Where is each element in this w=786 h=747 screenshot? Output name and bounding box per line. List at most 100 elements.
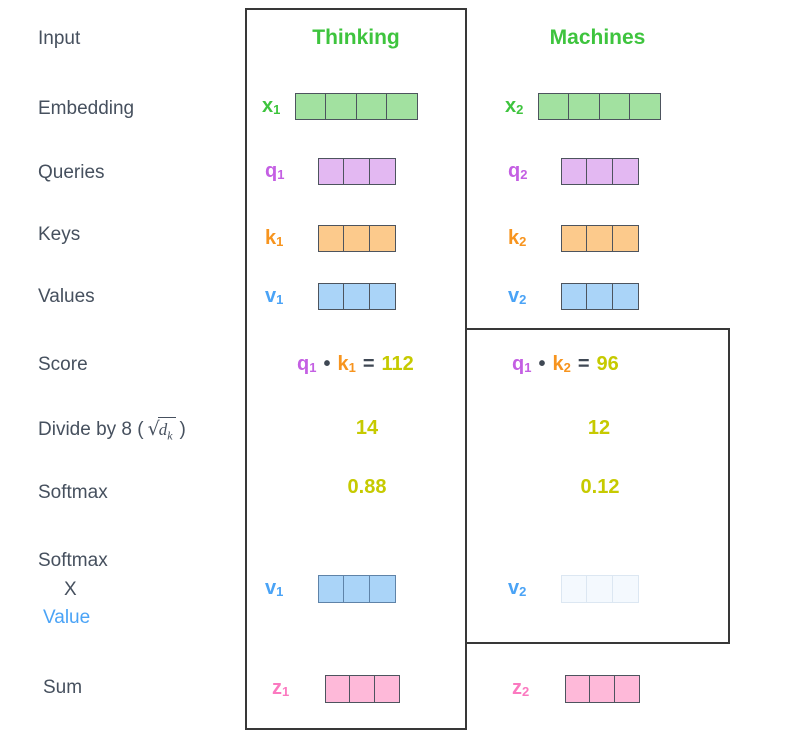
- vector-cell: [568, 93, 601, 120]
- vector-label-x1: x1: [262, 93, 280, 121]
- vector-cell: [318, 225, 345, 252]
- vector-cell: [349, 675, 376, 703]
- vector-cell: [325, 675, 351, 703]
- row-label-embedding: Embedding: [38, 98, 135, 119]
- vector-v1-weighted: [318, 575, 396, 603]
- vector-cell: [561, 158, 588, 185]
- row-label-times: X: [64, 579, 77, 600]
- vector-cell: [318, 158, 345, 185]
- vector-cell: [586, 158, 614, 185]
- vector-cell: [343, 225, 371, 252]
- vector-cell: [611, 283, 639, 310]
- x2-base: x: [505, 95, 517, 117]
- divide-value-1: 14: [355, 417, 379, 439]
- vector-cell: [343, 575, 371, 603]
- vector-label-z1: z1: [272, 675, 289, 703]
- x1-base: x: [262, 95, 274, 117]
- vector-x1: [295, 93, 419, 120]
- divide-suffix: ): [179, 419, 186, 440]
- z1-base: z: [272, 677, 282, 699]
- divide-prefix: Divide by 8 (: [38, 419, 144, 440]
- vector-label-v2-weighted: v2: [508, 575, 526, 603]
- vector-cell: [325, 93, 358, 120]
- column-header-machines: Machines: [549, 26, 646, 49]
- dot-operator-icon: •: [323, 353, 331, 375]
- v1-base: v: [265, 285, 277, 307]
- vector-cell: [629, 93, 662, 120]
- vector-cell: [565, 675, 591, 703]
- score-equation-1: q1 • k1 = 112: [297, 353, 414, 376]
- vector-k2: [561, 225, 639, 252]
- vector-cell: [368, 158, 396, 185]
- radicand-d: d: [158, 420, 168, 439]
- vector-label-q1: q1: [265, 158, 284, 186]
- vector-cell: [611, 158, 639, 185]
- vector-q1: [318, 158, 396, 185]
- vector-label-k2: k2: [508, 225, 526, 253]
- score-equation-2: q1 • k2 = 96: [512, 353, 619, 376]
- vector-cell: [386, 93, 419, 120]
- v2-base: v: [508, 285, 520, 307]
- x1-sub: 1: [273, 102, 281, 117]
- radicand-sub-k: k: [167, 428, 173, 443]
- q1-sub: 1: [277, 167, 285, 182]
- vector-label-v1-weighted: v1: [265, 575, 283, 603]
- z2-base: z: [512, 677, 522, 699]
- row-label-values: Values: [38, 286, 95, 307]
- vector-cell: [598, 93, 631, 120]
- v2-sub: 2: [519, 292, 527, 307]
- v1-sub: 1: [276, 292, 284, 307]
- row-label-input: Input: [38, 28, 81, 49]
- softmax-value-1: 0.88: [347, 476, 387, 498]
- vector-cell: [561, 225, 588, 252]
- vector-cell: [538, 93, 570, 120]
- vector-v2: [561, 283, 639, 310]
- vector-cell: [368, 575, 396, 603]
- k1-base: k: [265, 227, 277, 249]
- v2w-sub: 2: [519, 584, 527, 599]
- q1-base: q: [265, 160, 278, 182]
- vector-label-v2: v2: [508, 283, 526, 311]
- k2-sub: 2: [519, 234, 527, 249]
- vector-label-q2: q2: [508, 158, 527, 186]
- row-label-divide: Divide by 8 (√dk): [38, 417, 186, 447]
- row-label-value: Value: [43, 607, 91, 628]
- vector-cell: [373, 675, 400, 703]
- x2-sub: 2: [516, 102, 524, 117]
- vector-cell: [343, 158, 371, 185]
- vector-label-z2: z2: [512, 675, 529, 703]
- eq2-result: 96: [596, 353, 619, 375]
- vector-cell: [368, 283, 396, 310]
- vector-cell: [586, 225, 614, 252]
- vector-cell: [586, 283, 614, 310]
- vector-cell: [318, 283, 345, 310]
- vector-label-x2: x2: [505, 93, 523, 121]
- vector-z1: [325, 675, 400, 703]
- dot-operator-icon: •: [538, 353, 546, 375]
- v1w-sub: 1: [276, 584, 284, 599]
- eq2-q: q1: [512, 353, 532, 375]
- row-label-score: Score: [38, 354, 88, 375]
- eq1-k: k1: [337, 353, 356, 375]
- divide-value-2: 12: [587, 417, 611, 439]
- z1-sub: 1: [282, 684, 290, 699]
- column-header-thinking: Thinking: [312, 26, 400, 49]
- row-label-softmax: Softmax: [38, 482, 108, 503]
- softmax-value-2: 0.12: [580, 476, 620, 498]
- eq1-q: q1: [297, 353, 317, 375]
- vector-cell: [561, 575, 588, 603]
- radicand-dk: dk: [157, 417, 176, 447]
- vector-q2: [561, 158, 639, 185]
- row-label-sum: Sum: [43, 677, 83, 698]
- eq2-equals: =: [577, 353, 590, 375]
- vector-x2: [538, 93, 662, 120]
- q2-base: q: [508, 160, 521, 182]
- vector-cell: [589, 675, 616, 703]
- vector-cell: [318, 575, 345, 603]
- vector-cell: [611, 225, 639, 252]
- vector-cell: [368, 225, 396, 252]
- radical-symbol: √: [147, 418, 160, 440]
- vector-v2-weighted-faded: [561, 575, 639, 603]
- k2-base: k: [508, 227, 520, 249]
